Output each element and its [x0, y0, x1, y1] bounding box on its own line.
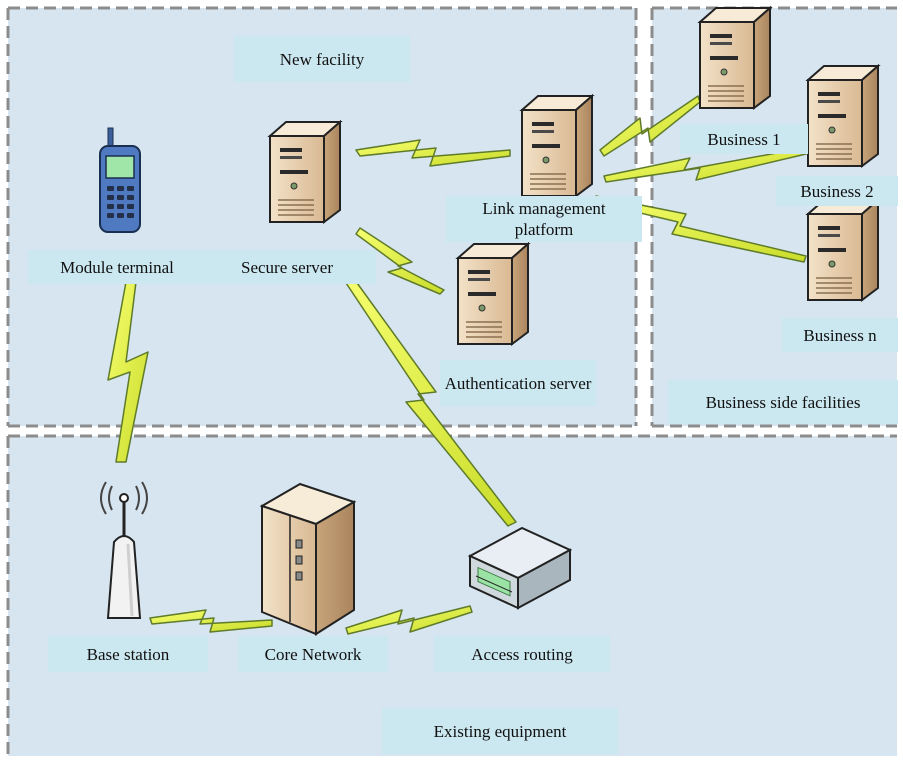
router-icon [467, 526, 573, 610]
wireless-links [107, 95, 807, 635]
new-facility-label: New facility [234, 36, 410, 82]
secure-server-icon [269, 121, 341, 223]
module-terminal-label: Module terminal [28, 250, 206, 284]
link-secure-router [343, 275, 517, 527]
business-side-label: Business side facilities [668, 380, 898, 424]
business-1-label: Business 1 [680, 124, 808, 154]
business-n-server-icon [807, 199, 879, 301]
cabinet-icon [259, 482, 357, 636]
link-secure-auth [355, 227, 445, 295]
link-base-core [149, 609, 273, 633]
region-borders [6, 6, 897, 756]
core-network-label: Core Network [238, 636, 388, 672]
access-routing-label: Access routing [434, 636, 610, 672]
link-terminal-base [107, 281, 149, 463]
link-core-router [345, 605, 473, 635]
link-platform-server-icon [521, 95, 593, 197]
business-2-label: Business 2 [776, 176, 898, 206]
existing-equipment-label: Existing equipment [382, 708, 618, 754]
existing-equipment-zone [8, 436, 897, 756]
auth-server-label: Authentication server [440, 360, 596, 406]
business-n-label: Business n [782, 318, 898, 352]
business-2-server-icon [807, 65, 879, 167]
business-1-server-icon [699, 7, 771, 109]
mobile-phone-icon [99, 127, 141, 233]
base-station-label: Base station [48, 636, 208, 672]
link-platform-b2 [603, 147, 807, 183]
auth-server-icon [457, 243, 529, 345]
antenna-icon [100, 481, 148, 619]
secure-server-label: Secure server [198, 250, 376, 284]
link-platform-label: Link management platform [446, 196, 642, 242]
link-secure-platform [355, 139, 511, 167]
